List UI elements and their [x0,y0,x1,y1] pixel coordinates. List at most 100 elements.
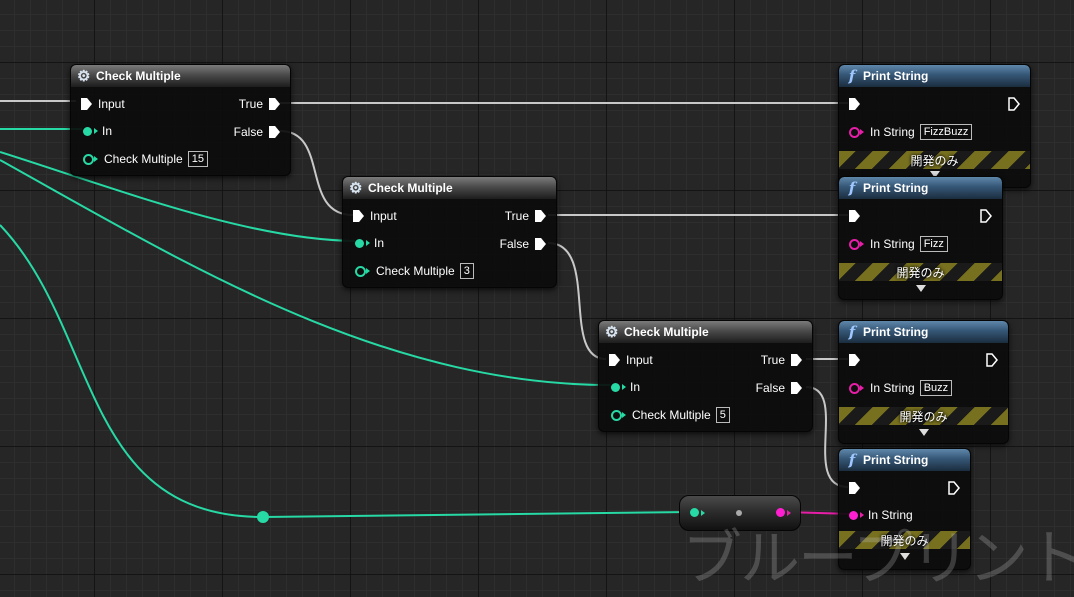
in-string-pin[interactable]: In String Buzz [849,380,953,396]
exec-input-pin[interactable] [849,208,860,224]
print-string-node-fizzbuzz[interactable]: f Print String In String FizzBuzz 開発のみ [838,64,1031,188]
pin-label: In String [868,508,913,522]
function-icon: f [848,451,856,469]
int-to-string-conversion-node[interactable] [679,495,801,531]
node-header[interactable]: ⚙ Check Multiple [343,177,556,199]
pin-label: In [374,236,385,250]
int-input-pin[interactable] [690,508,705,517]
multiple-value-field[interactable]: 15 [187,151,208,167]
exec-output-pin[interactable] [980,208,992,224]
exec-pin-icon [849,98,860,110]
function-icon: f [848,179,856,197]
in-string-pin[interactable]: In String FizzBuzz [849,124,973,140]
expand-arrow-icon[interactable] [929,171,940,178]
false-output-pin[interactable]: False [494,236,546,252]
exec-pin-icon [353,210,364,222]
true-output-pin[interactable]: True [233,96,280,112]
exec-output-pin[interactable] [1008,96,1020,112]
exec-pin-hollow-icon [1008,97,1020,111]
pin-label: Check Multiple [104,152,183,166]
exec-input-pin[interactable]: Input [609,352,653,368]
dev-only-label: 開発のみ [896,265,945,280]
false-output-pin[interactable]: False [750,380,802,396]
false-output-pin[interactable]: False [228,124,280,140]
exec-input-pin[interactable]: Input [353,208,397,224]
node-title: Check Multiple [368,181,453,195]
exec-pin-icon [81,98,92,110]
gear-icon: ⚙ [349,179,363,197]
exec-input-pin[interactable] [849,480,860,496]
exec-input-pin[interactable]: Input [81,96,125,112]
exec-pin-icon [849,354,860,366]
multiple-value-field[interactable]: 5 [715,407,730,423]
pin-label: Check Multiple [376,264,455,278]
exec-pin-icon [609,354,620,366]
node-header[interactable]: f Print String [839,65,1030,87]
print-string-node-fizz[interactable]: f Print String In String Fizz 開発のみ [838,176,1003,300]
node-header[interactable]: f Print String [839,449,970,471]
exec-output-pin[interactable] [948,480,960,496]
node-title: Print String [863,69,929,83]
exec-output-pin[interactable] [986,352,998,368]
node-header[interactable]: f Print String [839,177,1002,199]
expand-arrow-icon[interactable] [918,429,929,436]
int-pin-icon [355,238,370,248]
string-pin-hollow-icon [849,126,864,138]
string-pin-icon [849,510,864,520]
in-string-value-field[interactable]: FizzBuzz [919,124,973,140]
check-multiple-node-5[interactable]: ⚙ Check Multiple Input True In False Che… [598,320,813,432]
exec-pin-icon [791,354,802,366]
in-pin[interactable]: In [611,379,640,395]
dev-only-label: 開発のみ [880,533,929,548]
exec-pin-icon [849,482,860,494]
in-string-pin[interactable]: In String [849,507,913,523]
function-icon: f [848,67,856,85]
node-title: Print String [863,325,929,339]
multiple-pin[interactable]: Check Multiple 5 [611,407,730,423]
multiple-pin[interactable]: Check Multiple 3 [355,263,474,279]
pin-label: False [499,237,529,251]
pin-label: In [630,380,641,394]
pin-label: True [238,97,263,111]
gear-icon: ⚙ [605,323,619,341]
exec-pin-icon [269,98,280,110]
in-pin[interactable]: In [83,123,112,139]
exec-pin-icon [849,210,860,222]
pin-label: Check Multiple [632,408,711,422]
exec-pin-hollow-icon [980,209,992,223]
node-header[interactable]: ⚙ Check Multiple [71,65,290,87]
true-output-pin[interactable]: True [499,208,546,224]
node-title: Check Multiple [624,325,709,339]
expand-arrow-icon[interactable] [915,285,926,292]
exec-pin-icon [791,382,802,394]
in-string-pin[interactable]: In String Fizz [849,236,948,252]
exec-pin-icon [269,126,280,138]
string-pin-hollow-icon [849,238,864,250]
print-string-node-number[interactable]: f Print String In String 開発のみ [838,448,971,570]
pin-label: True [760,353,785,367]
true-output-pin[interactable]: True [755,352,802,368]
node-header[interactable]: f Print String [839,321,1008,343]
multiple-pin[interactable]: Check Multiple 15 [83,151,208,167]
pin-label: In String [870,237,915,251]
gear-icon: ⚙ [77,67,91,85]
pin-label: False [233,125,263,139]
node-header[interactable]: ⚙ Check Multiple [599,321,812,343]
in-string-value-field[interactable]: Buzz [919,380,953,396]
exec-pin-hollow-icon [948,481,960,495]
node-title: Print String [863,181,929,195]
node-title: Check Multiple [96,69,181,83]
check-multiple-node-3[interactable]: ⚙ Check Multiple Input True In False Che… [342,176,557,288]
in-pin[interactable]: In [355,235,384,251]
pin-label: In [102,124,113,138]
string-output-pin[interactable] [776,508,791,517]
multiple-value-field[interactable]: 3 [459,263,474,279]
check-multiple-node-15[interactable]: ⚙ Check Multiple Input True In False Che… [70,64,291,176]
expand-arrow-icon[interactable] [899,553,910,560]
in-string-value-field[interactable]: Fizz [919,236,948,252]
exec-input-pin[interactable] [849,96,860,112]
exec-input-pin[interactable] [849,352,860,368]
print-string-node-buzz[interactable]: f Print String In String Buzz 開発のみ [838,320,1009,444]
conversion-dot-icon [736,510,742,516]
string-pin-hollow-icon [849,382,864,394]
